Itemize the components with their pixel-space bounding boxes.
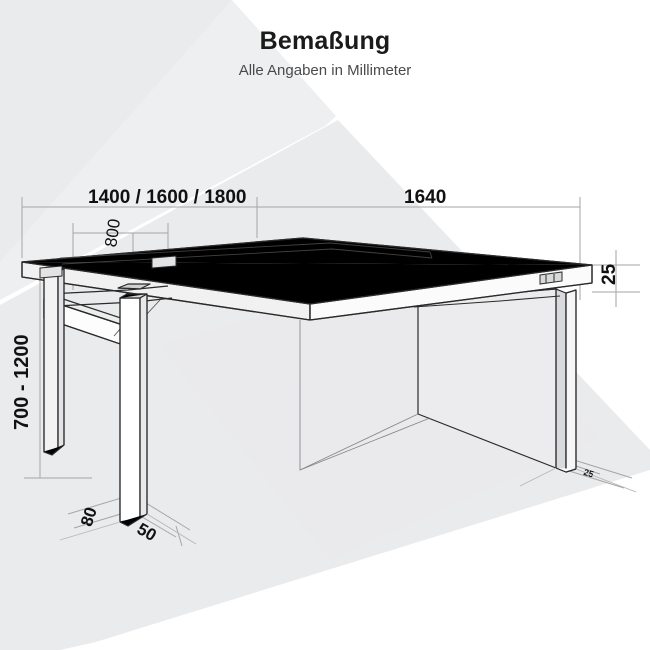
desk-modesty-panel bbox=[299, 320, 431, 471]
dimension-text-extension-1640: 1640 bbox=[404, 187, 446, 208]
dimension-text-thickness-25: 25 bbox=[599, 263, 620, 285]
dimension-text-leg-depth-80: 80 bbox=[77, 505, 101, 529]
dimension-group-thickness bbox=[592, 250, 640, 307]
desk-left-frame bbox=[43, 268, 173, 527]
desk-right-side-panel bbox=[417, 288, 577, 473]
dimension-label-panel-thickness: 25 bbox=[582, 467, 595, 479]
dimension-text-panel-thickness: 25 bbox=[582, 467, 595, 479]
floor-guide-lines bbox=[59, 467, 637, 545]
dimension-label-depth-800: 800 bbox=[101, 218, 124, 249]
dimension-group-panel-thickness bbox=[565, 459, 633, 489]
desk-right-bracket bbox=[539, 271, 563, 285]
dimension-text-width-options: 1400 / 1600 / 1800 bbox=[88, 187, 246, 208]
dimension-label-extension-1640: 1640 bbox=[404, 187, 446, 208]
dimension-text-height-range: 700 - 1200 bbox=[11, 334, 33, 430]
dimension-label-leg-depth-80: 80 bbox=[77, 505, 101, 529]
desk-left-bracket bbox=[39, 255, 177, 279]
dimension-label-width-options: 1400 / 1600 / 1800 bbox=[88, 187, 246, 208]
dimension-text-depth-800: 800 bbox=[101, 218, 124, 249]
dimension-label-thickness-25: 25 bbox=[599, 263, 620, 285]
dimension-label-height-range: 700 - 1200 bbox=[11, 334, 33, 430]
